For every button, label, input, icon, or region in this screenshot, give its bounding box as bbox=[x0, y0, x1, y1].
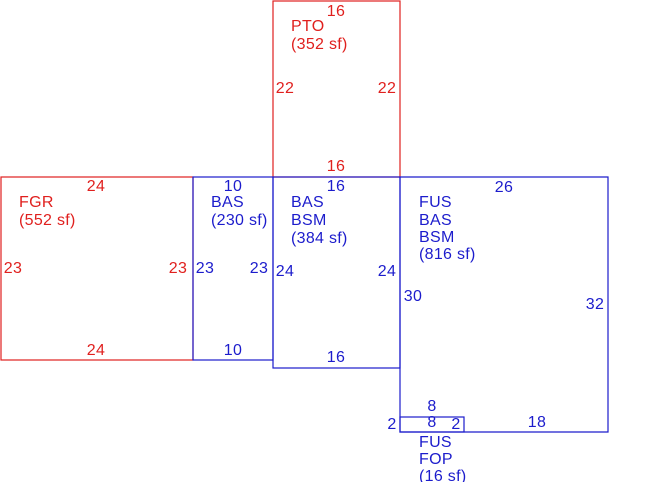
area-bas-bsm-384-dim-right: 24 bbox=[378, 263, 396, 280]
area-bas-230-label-line2: (230 sf) bbox=[211, 212, 268, 229]
area-fus-fop[interactable]: 8 2 FUS FOP (16 sf) bbox=[399, 414, 466, 482]
area-fus-bas-bsm-816-dim-step-top: 8 bbox=[427, 398, 436, 415]
area-fus-fop-outline bbox=[399, 416, 465, 433]
area-fgr-label-line2: (552 sf) bbox=[19, 212, 76, 229]
area-bas-bsm-384-dim-bottom: 16 bbox=[327, 349, 345, 366]
area-fus-bas-bsm-816-dim-top: 26 bbox=[495, 179, 513, 196]
area-fus-bas-bsm-816-dim-step-left: 2 bbox=[387, 416, 396, 433]
area-bas-bsm-384-label-line2: BSM bbox=[291, 212, 327, 229]
area-pto-label-line1: PTO bbox=[291, 18, 325, 35]
area-bas-230-dim-left: 23 bbox=[196, 260, 214, 277]
area-pto-label-line2: (352 sf) bbox=[291, 36, 348, 53]
area-fgr-dim-bottom: 24 bbox=[87, 342, 105, 359]
area-bas-230-dim-right: 23 bbox=[250, 260, 268, 277]
area-fus-bas-bsm-816-label-line2: BAS bbox=[419, 212, 452, 229]
area-bas-230-label-line1: BAS bbox=[211, 194, 244, 211]
area-pto-dim-top: 16 bbox=[327, 3, 345, 20]
area-bas-bsm-384[interactable]: BAS BSM (384 sf) 16 24 24 16 bbox=[272, 176, 401, 369]
area-fus-fop-label-line3: (16 sf) bbox=[419, 468, 466, 482]
area-pto-dim-right: 22 bbox=[378, 80, 396, 97]
area-fus-bas-bsm-816-label-line4: (816 sf) bbox=[419, 246, 476, 263]
area-fgr-dim-top: 24 bbox=[87, 178, 105, 195]
area-pto-dim-left: 22 bbox=[276, 80, 294, 97]
area-bas-bsm-384-label-line3: (384 sf) bbox=[291, 230, 348, 247]
area-fus-fop-label-line1: FUS bbox=[419, 434, 452, 451]
area-bas-bsm-384-dim-top: 16 bbox=[327, 178, 345, 195]
area-fus-fop-dim-top: 8 bbox=[427, 414, 436, 431]
area-pto-dim-bottom: 16 bbox=[327, 158, 345, 175]
area-fus-bas-bsm-816-label-line1: FUS bbox=[419, 194, 452, 211]
area-bas-230-dim-bottom: 10 bbox=[224, 342, 242, 359]
area-fus-bas-bsm-816-dim-bottom: 18 bbox=[528, 414, 546, 431]
area-fus-fop-label-line2: FOP bbox=[419, 451, 453, 468]
area-bas-230[interactable]: BAS (230 sf) 10 23 23 10 bbox=[192, 176, 274, 361]
area-bas-bsm-384-dim-left: 24 bbox=[276, 263, 294, 280]
area-fus-bas-bsm-816-label-line3: BSM bbox=[419, 229, 455, 246]
area-bas-bsm-384-label-line1: BAS bbox=[291, 194, 324, 211]
area-fgr-dim-left: 23 bbox=[4, 260, 22, 277]
area-fgr-dim-right: 23 bbox=[169, 260, 187, 277]
area-fus-fop-dim-right: 2 bbox=[451, 416, 460, 433]
area-fus-bas-bsm-816[interactable]: FUS BAS BSM (816 sf) 26 32 30 18 2 8 bbox=[387, 176, 609, 433]
area-pto[interactable]: PTO (352 sf) 16 22 22 16 bbox=[272, 0, 401, 178]
area-fus-bas-bsm-816-dim-left: 30 bbox=[404, 288, 422, 305]
area-bas-230-dim-top: 10 bbox=[224, 178, 242, 195]
area-fgr-label-line1: FGR bbox=[19, 194, 54, 211]
area-fgr[interactable]: FGR (552 sf) 24 23 23 24 bbox=[0, 176, 194, 361]
area-fus-bas-bsm-816-outline bbox=[399, 176, 609, 433]
area-fus-bas-bsm-816-dim-right: 32 bbox=[586, 296, 604, 313]
